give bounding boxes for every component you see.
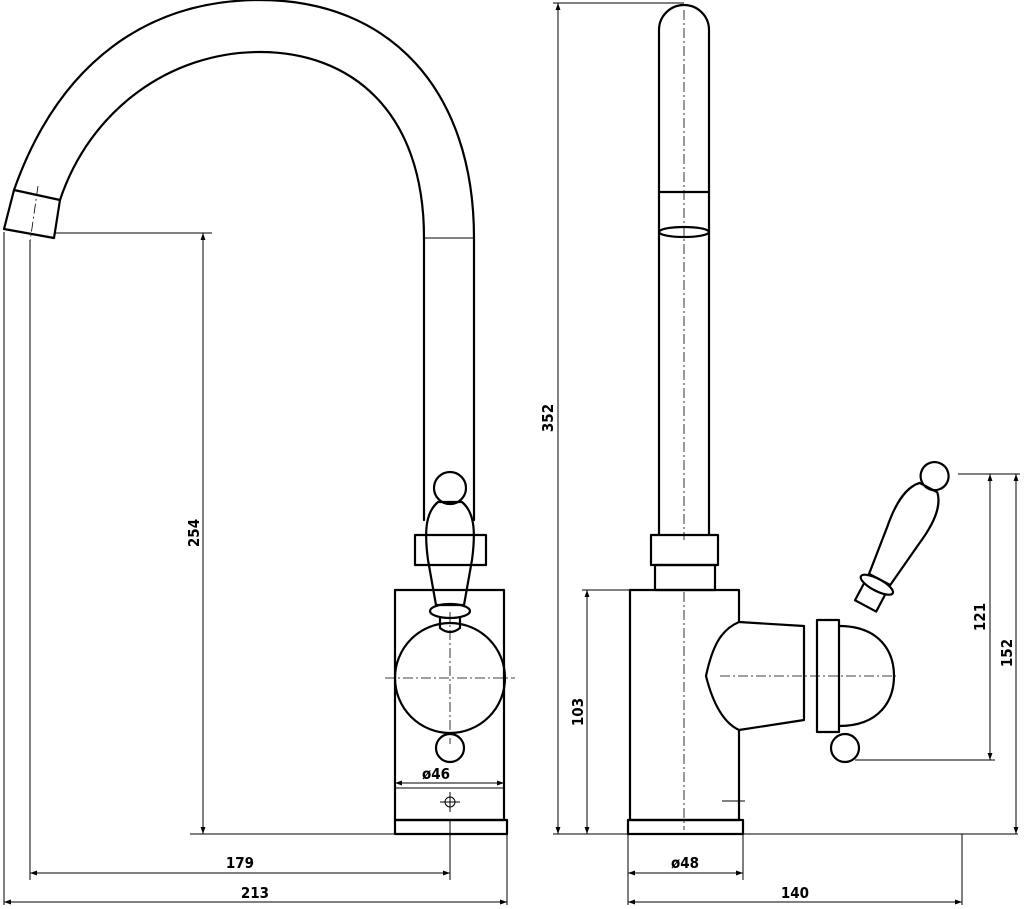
side-lower-knob (829, 732, 861, 764)
dim-label-213: 213 (241, 884, 269, 902)
side-base (626, 818, 745, 836)
front-view (2, 0, 515, 836)
dim-label-152: 152 (998, 639, 1016, 667)
dim-label-121: 121 (971, 603, 989, 631)
side-handle-lever (867, 481, 940, 587)
side-cartridge (815, 618, 841, 734)
side-handle-knob (919, 461, 950, 492)
dim-label-103: 103 (569, 698, 587, 726)
front-spout-inner (58, 50, 426, 240)
dim-label-46: ø46 (422, 765, 450, 783)
dim-label-48: ø48 (671, 854, 699, 872)
front-handle-knob (432, 470, 468, 506)
dim-label-140: 140 (781, 884, 809, 902)
front-body (393, 588, 506, 822)
dim-label-352: 352 (539, 404, 557, 432)
dimension-lines (3, 2, 1020, 905)
front-lower-knob (434, 732, 466, 764)
side-view (626, 3, 950, 836)
side-tube (657, 3, 711, 537)
front-base (393, 818, 509, 836)
side-collar (649, 533, 720, 567)
dimension-labels: 254 ø46 179 213 352 103 ø48 140 121 152 (185, 404, 1016, 902)
dim-label-254: 254 (185, 519, 203, 547)
dim-label-179: 179 (226, 854, 254, 872)
front-spout-outer (12, 0, 476, 240)
front-collar (413, 533, 488, 567)
